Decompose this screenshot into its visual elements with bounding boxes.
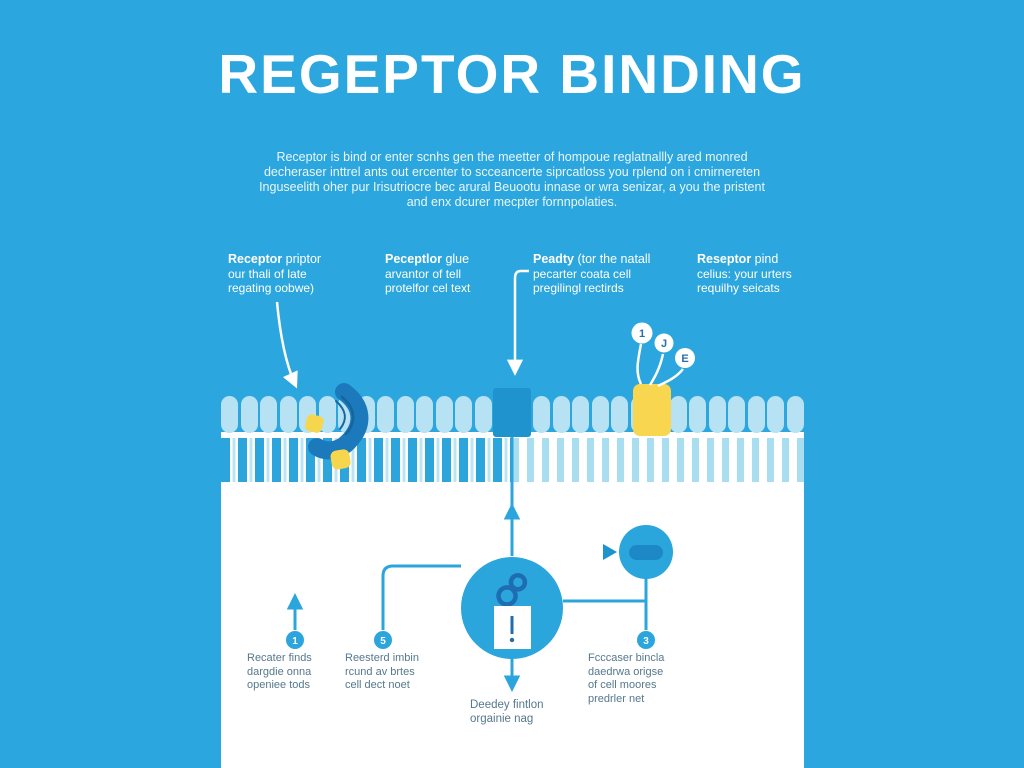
- bottom-caption-line: orgainie nag: [470, 713, 534, 725]
- callout-label-2-line3: protelfor cel text: [385, 281, 471, 295]
- step-label-line: Reesterd imbin: [345, 652, 419, 664]
- lipid-head: [747, 396, 765, 433]
- lipid-head: [416, 396, 434, 433]
- callout-label-2-bold: Peceptlor: [385, 252, 442, 266]
- lipid-head: [708, 396, 726, 433]
- capsule-icon: [629, 545, 663, 560]
- callout-label-1-line2: our thali of late: [228, 266, 307, 281]
- bubble-stem: [657, 368, 684, 388]
- callout-label-3-line3: pregilingl rectirds: [533, 281, 624, 295]
- callout-label-4-bold: Reseptor: [697, 252, 752, 266]
- ligand-blob-icon: [305, 414, 324, 433]
- callout-label-2-line2: arvantor of tell: [385, 266, 462, 281]
- intro-line: Inguseelith oher pur Irisutriocre bec ar…: [259, 180, 765, 194]
- intro-line: and enx dcurer mecpter fornnpolaties.: [406, 195, 618, 209]
- callout-label-2-rest: glue: [441, 252, 470, 266]
- callout-label-1-rest: priptor: [282, 252, 322, 266]
- step-label-3: Fcccaser bincla daedrwa origse of cell m…: [588, 652, 698, 706]
- lipid-head: [377, 396, 395, 433]
- step-label-line: cell dect noet: [345, 679, 410, 691]
- play-triangle-icon: [603, 544, 617, 560]
- lipid-head: [611, 396, 629, 433]
- bubble-icon: [675, 348, 695, 368]
- callout-label-1-line3: regating oobwe): [228, 281, 315, 295]
- lipid-head: [396, 396, 414, 433]
- infinity-icon: [496, 573, 528, 607]
- callout-label-3-line2: pecarter coata cell: [533, 266, 632, 281]
- callout-label-4-line3: requilhy seicats: [697, 281, 780, 295]
- step-label-1: Recater finds dargdie onna openiee tods: [247, 652, 347, 693]
- callout-label-4: Reseptor pind celius: your urters requil…: [697, 252, 822, 296]
- step-label-line: Fcccaser bincla: [588, 652, 665, 664]
- lipid-head: [474, 396, 492, 433]
- bubble-icon: [631, 322, 653, 344]
- intro-line: decheraser inttrel ants out ercenter to …: [263, 165, 761, 179]
- straight-callout-arrow: [506, 269, 529, 376]
- lipid-head: [435, 396, 453, 433]
- bubble-stem: [648, 353, 665, 386]
- lipid-head: [669, 396, 687, 433]
- lipid-head: [260, 396, 278, 433]
- callout-label-1-bold: Receptor: [228, 252, 283, 266]
- step-label-2: Reesterd imbin rcund av brtes cell dect …: [345, 652, 455, 693]
- membrane-lipid-tails-right: [512, 438, 804, 482]
- step-node-number: 5: [380, 636, 386, 647]
- callout-label-1: Receptor priptor our thali of late regat…: [228, 252, 368, 296]
- ligand-blob-icon: [330, 449, 351, 470]
- lipid-head: [240, 396, 258, 433]
- step-node-number: 1: [292, 636, 298, 647]
- step-label-line: daedrwa origse: [588, 665, 664, 678]
- lipid-head: [279, 396, 297, 433]
- step-label-line: openiee tods: [247, 679, 310, 691]
- callout-label-3-rest: (tor the natall: [574, 252, 651, 266]
- callout-label-4-rest: pind: [751, 252, 779, 266]
- lipid-head: [689, 396, 707, 433]
- curved-receptor-icon: [308, 383, 369, 460]
- yellow-receptor-icon: [633, 384, 671, 436]
- lipid-head: [591, 396, 609, 433]
- step-label-line: of cell moores: [588, 679, 657, 691]
- step-node: [637, 631, 655, 649]
- callout-label-3: Peadty (tor the natall pecarter coata ce…: [533, 252, 683, 296]
- bottom-caption-line: Deedey fintlon: [470, 699, 544, 711]
- bottom-caption: Deedey fintlon orgainie nag: [470, 698, 580, 726]
- callout-label-2: Peceptlor glue arvantor of tell protelfo…: [385, 252, 510, 296]
- elbow-connector: [381, 564, 461, 630]
- lipid-head: [455, 396, 473, 433]
- step-label-line: predrler net: [588, 692, 645, 705]
- bubble-char: E: [681, 353, 688, 365]
- step-label-line: dargdie onna: [247, 665, 312, 678]
- curved-callout-arrow: [275, 301, 298, 389]
- bubble-stem: [636, 343, 643, 385]
- step-label-line: Recater finds: [247, 652, 312, 664]
- lipid-head: [728, 396, 746, 433]
- callout-label-3-bold: Peadty: [533, 252, 574, 266]
- callout-label-4-line2: celius: your urters: [697, 266, 792, 281]
- lipid-head: [767, 396, 785, 433]
- bubble-icon: [654, 333, 674, 353]
- lipid-head: [221, 396, 238, 433]
- intro-line: Receptor is bind or enter scnhs gen the …: [276, 150, 748, 164]
- lipid-head: [533, 396, 551, 433]
- bubble-char: 1: [639, 328, 645, 340]
- channel-receptor-icon: [493, 388, 531, 437]
- membrane-lipid-tails-left: [221, 438, 512, 482]
- intro-paragraph: Receptor is bind or enter scnhs gen the …: [212, 150, 812, 210]
- bubble-char: J: [661, 338, 667, 350]
- step-label-line: rcund av brtes: [345, 665, 415, 678]
- lipid-head: [552, 396, 570, 433]
- step-node: [374, 631, 392, 649]
- step-node-number: 3: [643, 636, 649, 647]
- lipid-head: [786, 396, 804, 433]
- poster-title: REGEPTOR BINDING: [218, 43, 806, 105]
- step-node: [286, 631, 304, 649]
- lipid-head: [572, 396, 590, 433]
- document-icon: [494, 606, 531, 649]
